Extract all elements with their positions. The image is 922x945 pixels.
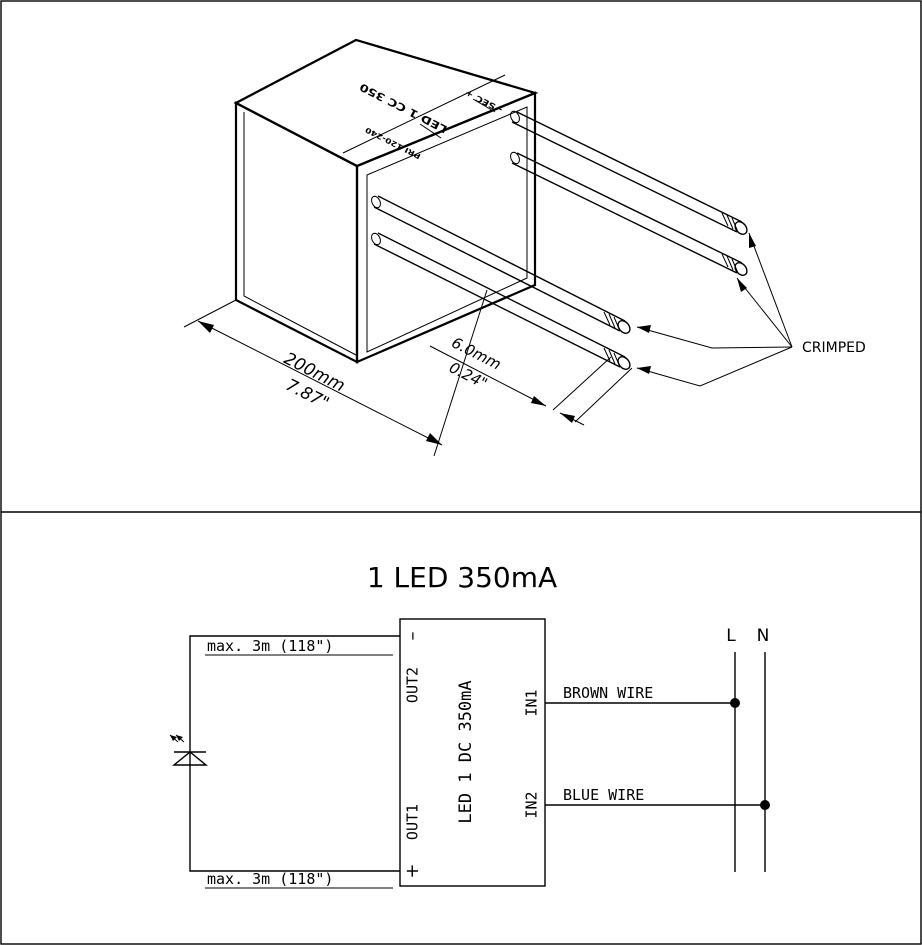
line-label-N: N <box>757 626 770 646</box>
schematic-title: 1 LED 350mA <box>367 561 557 594</box>
blue-wire-label: BLUE WIRE <box>563 786 644 804</box>
cable-length-top: max. 3m (118") <box>207 637 333 655</box>
cable-length-bottom: max. 3m (118") <box>207 870 333 888</box>
dimension-length: 200mm 7.87" <box>183 289 488 457</box>
terminal-out1: OUT1 <box>404 804 422 840</box>
led-output-circuit: max. 3m (118") max. 3m (118") <box>189 635 400 889</box>
brown-wire-label: BROWN WIRE <box>563 684 653 702</box>
line-label-L: L <box>726 626 736 646</box>
driver-isometric: LED 1 CC 350 PRI 120-240 - SEC + <box>233 38 539 364</box>
driver-rating-label: LED 1 DC 350mA <box>456 680 476 823</box>
driver-box <box>399 618 546 887</box>
terminal-plus: + <box>402 863 423 878</box>
crimped-label: CRIMPED <box>802 340 866 356</box>
terminal-minus: – <box>402 632 423 641</box>
led-diode-icon <box>169 734 208 766</box>
terminal-in1: IN1 <box>523 689 541 716</box>
terminal-out2: OUT2 <box>404 667 422 703</box>
output-wires <box>371 110 748 370</box>
terminal-in2: IN2 <box>523 791 541 818</box>
crimped-callout: CRIMPED <box>636 232 866 387</box>
mains-input-circuit: BROWN WIRE BLUE WIRE L N <box>545 626 770 872</box>
dimension-strip: 6.0mm 0.24" <box>429 333 633 426</box>
junction-dot-N <box>760 800 770 810</box>
junction-dot-L <box>730 698 740 708</box>
